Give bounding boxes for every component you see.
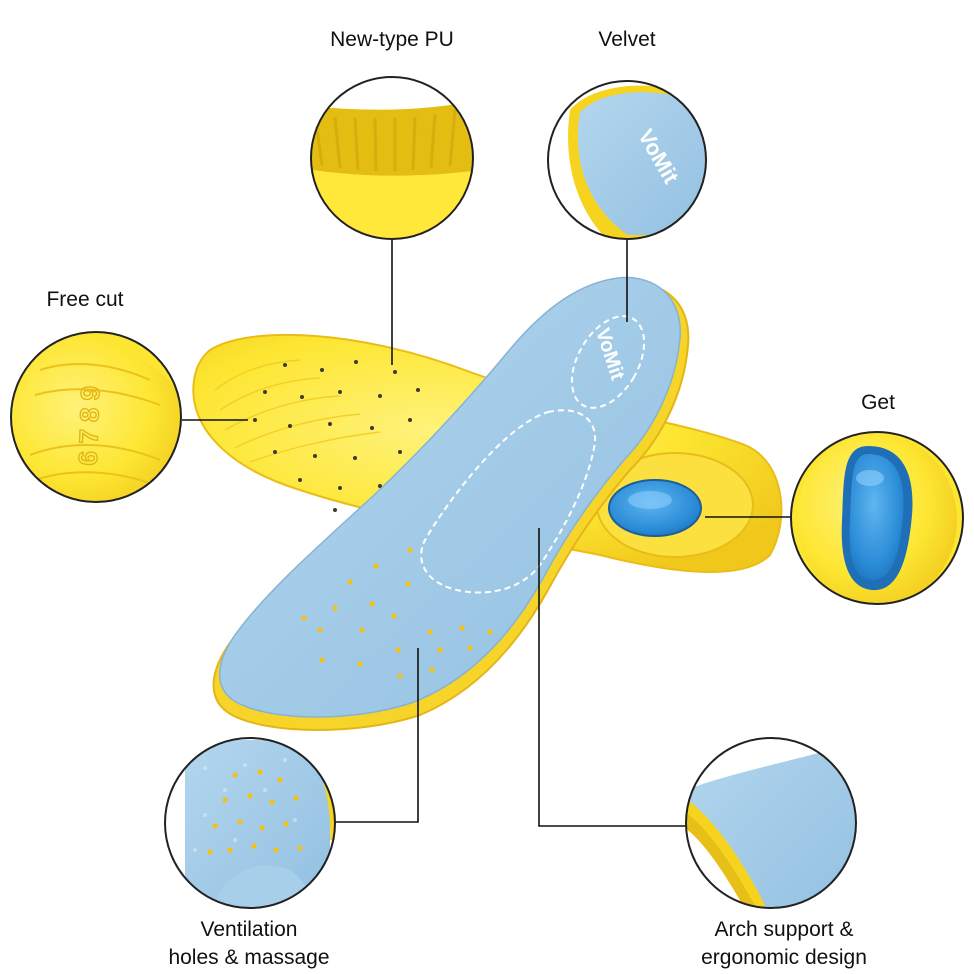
front-insole-holes: [301, 547, 493, 679]
detail-circle-new-type-pu: [310, 76, 474, 240]
leader-arch: [538, 528, 686, 827]
tread-ribs: [214, 359, 381, 463]
label-ventilation-line2: holes & massage: [168, 946, 330, 969]
label-ventilation-line1: Ventilation: [200, 918, 298, 941]
leader-ventilation: [336, 648, 419, 823]
detail-circle-get: [790, 431, 964, 605]
size-marks-text: 6 7 8 9: [73, 385, 106, 466]
front-insole-blue: VoMit: [212, 276, 690, 731]
label-velvet: Velvet: [598, 28, 656, 51]
label-new-type-pu: New-type PU: [330, 28, 454, 51]
detail-circle-arch: [685, 737, 857, 909]
detail-circle-free-cut: 6 7 8 9: [10, 331, 182, 503]
label-arch-line1: Arch support &: [714, 918, 854, 941]
label-arch-line2: ergonomic design: [701, 946, 867, 969]
detail-circle-ventilation: [164, 737, 336, 909]
logo-stitch-oval: [570, 315, 646, 409]
label-get: Get: [861, 391, 895, 414]
arch-pad-stitch: [420, 409, 597, 594]
detail-circle-velvet: VoMit: [547, 80, 707, 240]
leader-lines: [182, 240, 790, 827]
label-free-cut: Free cut: [46, 288, 124, 311]
